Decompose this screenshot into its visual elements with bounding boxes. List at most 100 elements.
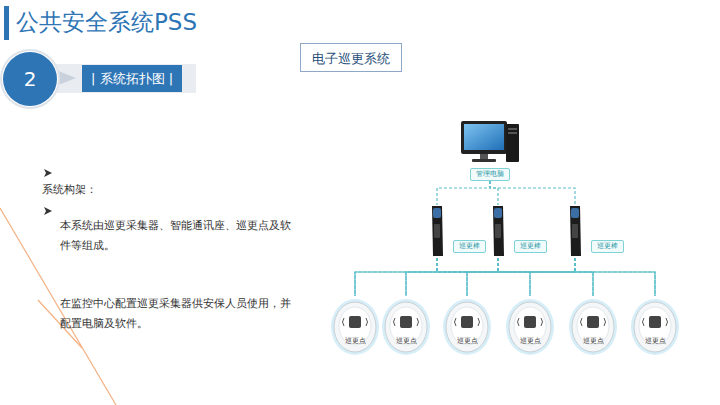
dashed-connector [355,258,498,296]
patrol-point-label: 巡更点 [583,337,604,345]
disc [634,302,676,352]
patrol-point-node: 巡更点 [630,296,680,356]
glow [382,299,430,355]
dashed-connector [490,181,498,205]
patrol-point-shape [505,296,555,356]
section-banner: | 系统拓扑图 | [82,65,182,92]
disc-face [577,307,609,345]
patrol-point-label: 巡更点 [457,337,478,345]
collector-device [570,206,581,256]
dashed-connector [406,258,498,296]
dashed-connector [575,258,593,296]
rfid-wave [581,318,606,326]
patrol-point-label-wrap: 巡更点 [568,333,618,346]
collector-label: 巡更棒 [520,242,541,250]
body-text: 在监控中心配置巡更采集器供安保人员使用，并配置电脑及软件。 [60,293,292,333]
body-text: 本系统由巡更采集器、智能通讯座、巡更点及软件等组成。 [60,215,292,255]
disc [446,302,488,352]
dashed-connector [467,258,575,296]
disc [385,302,427,352]
patrol-point-label: 巡更点 [396,337,417,345]
patrol-point-shape [442,296,492,356]
dashed-connector [437,258,530,296]
disc-face [390,307,422,345]
circle-ring [2,51,58,107]
collector-node: 巡更棒 [489,205,559,258]
system-name-box: 电子巡更系统 [300,43,402,72]
patrol-point-label-wrap: 巡更点 [505,333,555,346]
rfid-wave [343,318,368,326]
dashed-connector [437,258,655,296]
rfid-wave [643,318,668,326]
patrol-point-label: 巡更点 [345,337,366,345]
rfid-wave [518,318,543,326]
disc [334,302,376,352]
collector-label-box: 巡更棒 [514,240,547,253]
patrol-point-shape [630,296,680,356]
dashed-connector [355,258,437,296]
dashed-connector [467,258,498,296]
dashed-connector [437,181,490,205]
patrol-point-label-wrap: 巡更点 [630,333,680,346]
rfid-icon [524,316,536,328]
collector-device [432,206,443,256]
rfid-icon [461,316,473,328]
collector-node: 巡更棒 [566,205,636,258]
dashed-connector [437,258,593,296]
patrol-point-node: 巡更点 [505,296,555,356]
slide-title: 公共安全系统PSS [16,6,720,38]
patrol-point-node: 巡更点 [381,296,431,356]
collector-label-box: 巡更棒 [591,240,624,253]
glow [443,299,491,355]
collector-node: 巡更棒 [428,205,498,258]
dashed-connector [498,258,530,296]
computer-label: 管理电脑 [476,170,504,178]
patrol-point-node: 巡更点 [330,296,380,356]
collector-label: 巡更棒 [459,242,480,250]
glow [569,299,617,355]
accent-bar [4,6,9,40]
glow [506,299,554,355]
patrol-point-label: 巡更点 [645,337,666,345]
glow [331,299,379,355]
disc-face [514,307,546,345]
circle-ring [0,49,60,109]
disc-face [639,307,671,345]
disc [509,302,551,352]
patrol-point-node: 巡更点 [442,296,492,356]
dashed-connector [406,258,437,296]
rfid-icon [349,316,361,328]
dashed-connector [355,258,575,296]
collector-device [493,206,504,256]
dashed-connector [530,258,575,296]
patrol-point-shape [330,296,380,356]
patrol-point-shape [568,296,618,356]
glow [631,299,679,355]
computer-label-box: 管理电脑 [470,168,510,181]
collector-label-box: 巡更棒 [453,240,486,253]
patrol-point-shape [381,296,431,356]
section-number-circle: 2 [3,52,57,106]
dashed-connector [498,258,655,296]
patrol-point-node: 巡更点 [568,296,618,356]
dashed-connector [498,258,593,296]
system-name: 电子巡更系统 [312,51,390,66]
dashed-connector [437,258,467,296]
dashed-connector [575,258,655,296]
section-heading: | 系统拓扑图 | [91,70,173,88]
section-number: 2 [24,67,37,91]
rfid-wave [455,318,480,326]
rfid-icon [400,316,412,328]
dashed-connector [406,258,575,296]
dashed-connector [490,181,575,205]
banner-ground [44,64,196,93]
rfid-icon [587,316,599,328]
collector-label: 巡更棒 [597,242,618,250]
rfid-wave [394,318,419,326]
body-text: 系统构架： [42,179,282,199]
disc [572,302,614,352]
patrol-point-label-wrap: 巡更点 [442,333,492,346]
patrol-point-label-wrap: 巡更点 [381,333,431,346]
patrol-point-label-wrap: 巡更点 [330,333,380,346]
